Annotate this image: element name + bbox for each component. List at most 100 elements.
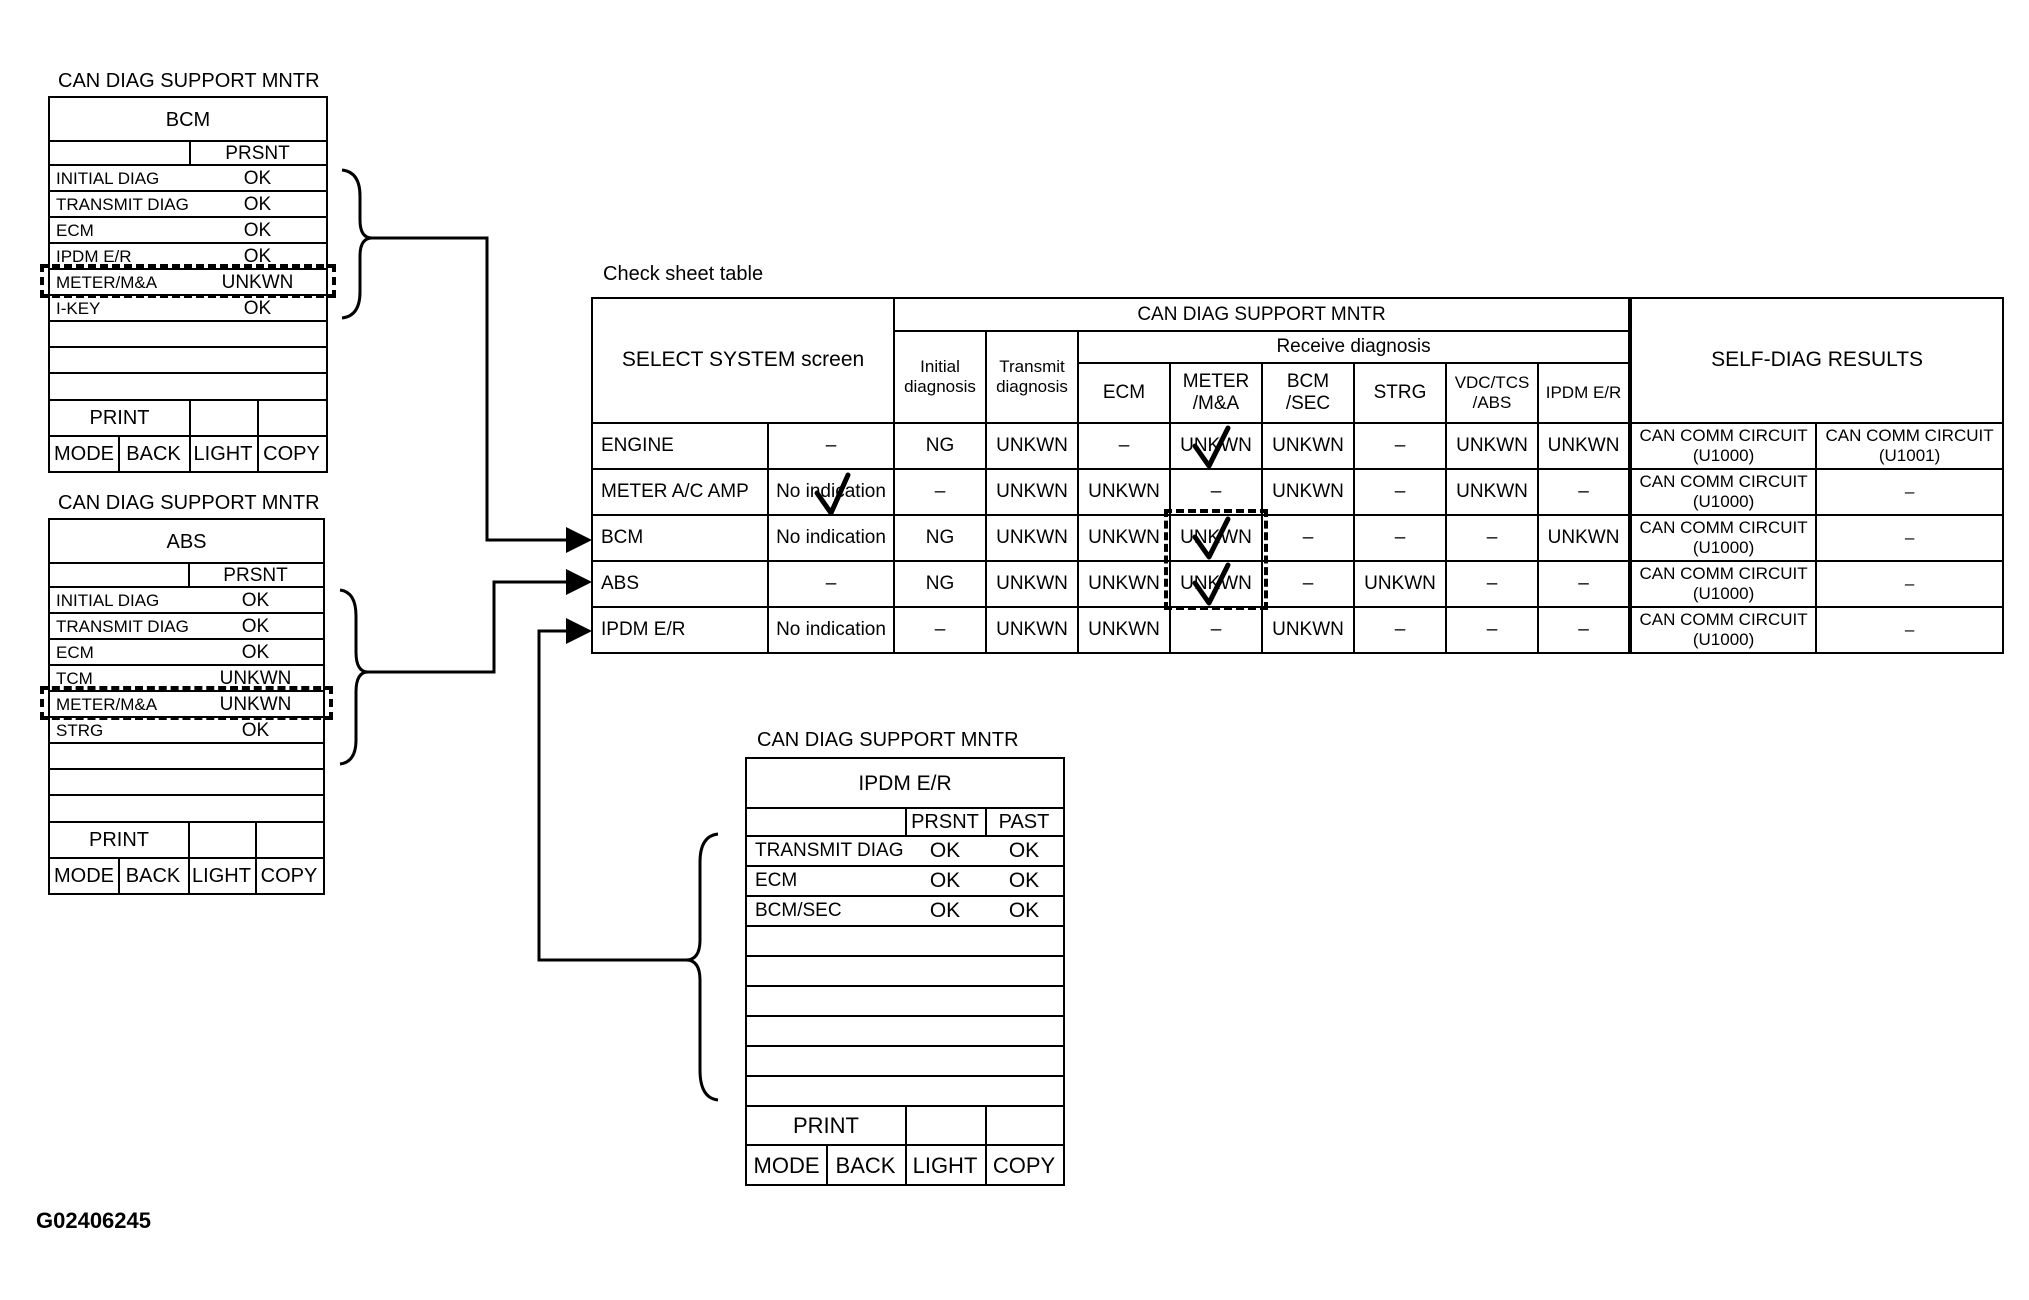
copy-button[interactable]: COPY (992, 1153, 1056, 1178)
system-name: ABS (591, 560, 769, 608)
select-cell: – (767, 422, 895, 470)
mode-button[interactable]: MODE (54, 443, 114, 465)
mode-button[interactable]: MODE (54, 865, 114, 887)
self-diag-result: CAN COMM CIRCUIT (U1000) (1628, 468, 1818, 516)
header-vdc: VDC/TCS /ABS (1445, 362, 1539, 424)
ipdm-row-past: OK (1008, 839, 1040, 862)
ipdm-arrow-head (566, 618, 592, 644)
bcm-row-value: OK (243, 194, 272, 215)
ipdm-row-prsnt: OK (929, 839, 961, 862)
bcm-connector-line (372, 236, 566, 542)
meter-cell: – (1169, 468, 1263, 516)
bcm-screen-title: BCM (165, 109, 211, 131)
strg-cell: – (1353, 514, 1447, 562)
transmit-cell: UNKWN (985, 560, 1079, 608)
header-can-diag: CAN DIAG SUPPORT MNTR (892, 297, 1632, 332)
bcm-row-label: INITIAL DIAG (56, 169, 160, 188)
print-button[interactable]: PRINT (89, 407, 150, 429)
self-diag-result: CAN COMM CIRCUIT (U1000) (1628, 606, 1818, 654)
initial-cell: NG (893, 560, 987, 608)
abs-row-value: OK (241, 590, 270, 611)
ipdm-cell: – (1536, 560, 1632, 608)
abs-col-header: PRSNT (223, 565, 288, 586)
abs-row-label: INITIAL DIAG (56, 591, 160, 610)
bcm-screen: BCM PRSNT INITIAL DIAG OK TRANSMIT DIAG … (48, 96, 328, 473)
abs-row-value: OK (241, 616, 270, 637)
abs-row-label: TCM (56, 669, 93, 688)
transmit-cell: UNKWN (985, 468, 1079, 516)
ipdm-row-past: OK (1008, 869, 1040, 892)
header-select-system: SELECT SYSTEM screen (591, 297, 895, 424)
light-button[interactable]: LIGHT (912, 1153, 978, 1178)
back-button[interactable]: BACK (125, 865, 181, 887)
back-button[interactable]: BACK (835, 1153, 896, 1178)
ecm-cell: – (1077, 422, 1171, 470)
table-row: IPDM E/R No indication – UNKWN UNKWN – U… (591, 606, 2005, 654)
back-button[interactable]: BACK (126, 443, 181, 465)
ipdm-cell: UNKWN (1536, 422, 1632, 470)
strg-cell: – (1353, 468, 1447, 516)
bcm-cell: UNKWN (1261, 606, 1355, 654)
ipdm-screen-title: IPDM E/R (858, 772, 952, 795)
bcm-row-label: TRANSMIT DIAG (56, 195, 189, 214)
ipdm-cell: UNKWN (1536, 514, 1632, 562)
table-row: BCM No indication NG UNKWN UNKWN UNKWN –… (591, 514, 2005, 562)
initial-cell: – (893, 606, 987, 654)
bcm-row-value: OK (243, 168, 272, 189)
strg-cell: – (1353, 606, 1447, 654)
header-ipdm: IPDM E/R (1536, 362, 1632, 424)
abs-row-label: ECM (56, 643, 94, 662)
header-bcm-sec: BCM /SEC (1261, 362, 1355, 424)
bcm-brace (341, 168, 373, 320)
ecm-cell: UNKWN (1077, 514, 1171, 562)
header-strg: STRG (1353, 362, 1447, 424)
meter-cell: – (1169, 606, 1263, 654)
initial-cell: NG (893, 514, 987, 562)
strg-cell: UNKWN (1353, 560, 1447, 608)
mode-button[interactable]: MODE (753, 1153, 820, 1178)
check-sheet-table: SELECT SYSTEM screen CAN DIAG SUPPORT MN… (591, 297, 2005, 654)
abs-row-value: OK (241, 720, 270, 741)
check-mark-icon (1192, 425, 1231, 469)
vdc-cell: UNKWN (1445, 422, 1539, 470)
bcm-screen-caption: CAN DIAG SUPPORT MNTR (58, 70, 320, 92)
system-name: ENGINE (591, 422, 769, 470)
abs-connector-line (368, 580, 566, 674)
ipdm-col-header-past: PAST (998, 811, 1050, 833)
bcm-arrow-head (566, 527, 592, 553)
ipdm-row-label: BCM/SEC (755, 900, 842, 921)
light-button[interactable]: LIGHT (192, 865, 251, 887)
initial-cell: – (893, 468, 987, 516)
transmit-cell: UNKWN (985, 422, 1079, 470)
transmit-cell: UNKWN (985, 606, 1079, 654)
check-mark-icon (814, 472, 851, 516)
bcm-cell: UNKWN (1261, 422, 1355, 470)
light-button[interactable]: LIGHT (193, 443, 253, 465)
self-diag-result: – (1815, 514, 2005, 562)
vdc-cell: UNKWN (1445, 468, 1539, 516)
copy-button[interactable]: COPY (263, 443, 320, 465)
abs-screen-title: ABS (166, 531, 207, 553)
table-row: ABS – NG UNKWN UNKWN UNKWN – UNKWN – – C… (591, 560, 2005, 608)
bcm-row-label: I-KEY (56, 299, 101, 318)
abs-row-label: STRG (56, 721, 104, 740)
ipdm-row-label: ECM (755, 870, 798, 891)
header-meter: METER /M&A (1169, 362, 1263, 424)
print-button[interactable]: PRINT (89, 829, 149, 851)
bcm-row-label: METER/M&A (56, 273, 158, 292)
figure-id: G02406245 (36, 1208, 151, 1233)
vdc-cell: – (1445, 560, 1539, 608)
abs-screen: ABS PRSNT INITIAL DIAG OK TRANSMIT DIAG … (48, 518, 325, 895)
transmit-cell: UNKWN (985, 514, 1079, 562)
self-diag-result: CAN COMM CIRCUIT (U1000) (1628, 422, 1818, 470)
select-cell: – (767, 560, 895, 608)
ecm-cell: UNKWN (1077, 606, 1171, 654)
copy-button[interactable]: COPY (260, 865, 318, 887)
select-cell: No indication (767, 514, 895, 562)
print-button[interactable]: PRINT (793, 1113, 859, 1138)
bcm-row-label: IPDM E/R (56, 247, 132, 266)
bcm-row-label: ECM (56, 221, 94, 240)
ipdm-row-past: OK (1008, 899, 1040, 922)
ipdm-cell: – (1536, 606, 1632, 654)
